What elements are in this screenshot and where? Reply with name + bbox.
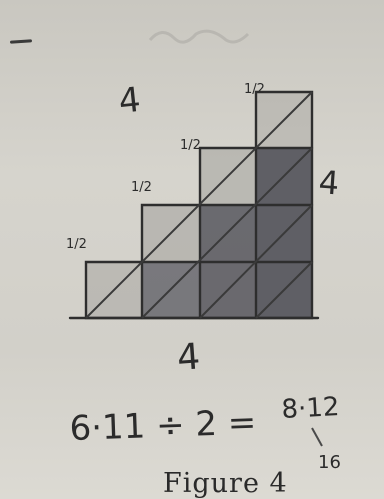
diagonal-main bbox=[85, 91, 313, 319]
equation-right: 8·12 bbox=[281, 392, 340, 425]
equation-left: 6·11 ÷ 2 = bbox=[69, 403, 257, 449]
step-4-half-label: 1/2 bbox=[244, 82, 265, 97]
top-side-label: 4 bbox=[117, 80, 143, 122]
diagonal-4 bbox=[255, 261, 313, 319]
step-2-half-label: 1/2 bbox=[131, 180, 152, 195]
step-3-half-label: 1/2 bbox=[180, 138, 201, 153]
diagonal-2 bbox=[141, 147, 313, 319]
figure-caption: Figure 4 bbox=[163, 468, 288, 499]
equation-answer: 16 bbox=[318, 452, 341, 473]
bottom-side-label: 4 bbox=[176, 336, 202, 378]
faint-scribble bbox=[148, 29, 250, 44]
step-1-half-label: 1/2 bbox=[66, 237, 87, 252]
staircase-outline bbox=[84, 90, 314, 320]
right-side-label: 4 bbox=[317, 163, 340, 202]
answer-check-mark bbox=[311, 427, 323, 447]
diagonal-lines bbox=[85, 91, 313, 319]
diagonal-3 bbox=[199, 204, 313, 319]
